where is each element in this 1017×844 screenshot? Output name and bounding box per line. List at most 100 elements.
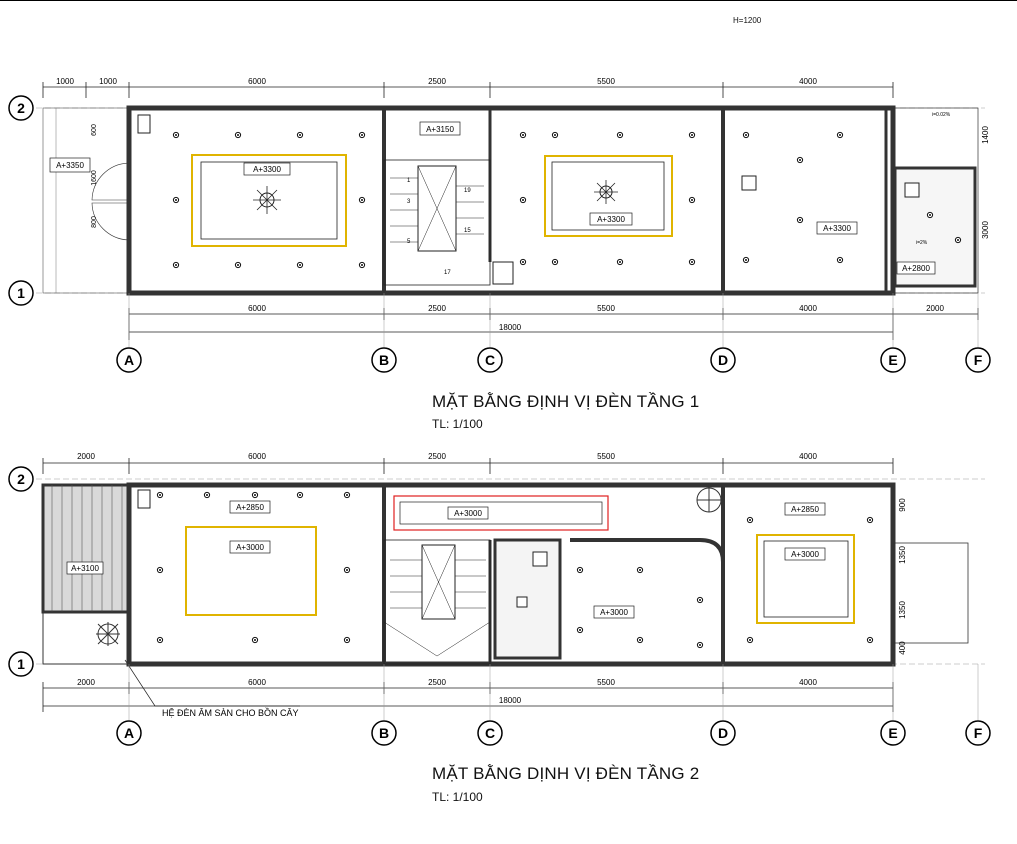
p1-dim-top-3: 6000 bbox=[248, 77, 266, 86]
downlight-dot bbox=[639, 569, 641, 571]
svg-text:6000: 6000 bbox=[248, 304, 266, 313]
p2-level-room3a: A+2850 bbox=[791, 505, 819, 514]
plan2-title: MẶT BẰNG DỊNH VỊ ĐÈN TẦNG 2 bbox=[432, 764, 700, 783]
axis-C-1: C bbox=[485, 352, 495, 368]
downlight-dot bbox=[159, 639, 161, 641]
downlight-dot bbox=[691, 199, 693, 201]
downlight-dot bbox=[579, 629, 581, 631]
downlight-dot bbox=[522, 199, 524, 201]
downlight-dot bbox=[175, 264, 177, 266]
p1-level-porch: A+3350 bbox=[56, 161, 84, 170]
chandelier-2-icon bbox=[594, 180, 618, 204]
axis-A-1: A bbox=[124, 352, 134, 368]
svg-text:i=0.02%: i=0.02% bbox=[932, 112, 951, 118]
svg-text:2500: 2500 bbox=[428, 678, 446, 687]
plan-1: 1000 1000 6000 2500 5500 4000 2 1 A+3350… bbox=[8, 77, 990, 340]
light-fixtures bbox=[156, 131, 962, 649]
plant-icon bbox=[96, 622, 120, 646]
downlight-dot bbox=[869, 639, 871, 641]
plan1-scale: TL: 1/100 bbox=[432, 417, 483, 431]
downlight-dot bbox=[745, 134, 747, 136]
downlight-dot bbox=[361, 199, 363, 201]
downlight-dot bbox=[361, 264, 363, 266]
svg-text:1400: 1400 bbox=[981, 126, 990, 144]
plan2-dim-top bbox=[42, 458, 894, 474]
downlight-dot bbox=[839, 134, 841, 136]
downlight-dot bbox=[749, 519, 751, 521]
axis-C-2: C bbox=[485, 725, 495, 741]
p1-level-stair: A+3150 bbox=[426, 125, 454, 134]
p1-dim-top-6: 4000 bbox=[799, 77, 817, 86]
p2-level-balcony: A+3100 bbox=[71, 564, 99, 573]
plan1-dim-top bbox=[42, 82, 894, 98]
downlight-dot bbox=[799, 159, 801, 161]
tree-icon bbox=[696, 487, 722, 513]
downlight-dot bbox=[522, 261, 524, 263]
svg-text:5500: 5500 bbox=[597, 452, 615, 461]
downlight-dot bbox=[254, 494, 256, 496]
svg-text:19: 19 bbox=[464, 188, 471, 194]
svg-text:400: 400 bbox=[898, 641, 907, 655]
p1-level-wc: A+2800 bbox=[902, 264, 930, 273]
svg-text:1600: 1600 bbox=[91, 170, 98, 186]
p2-level-room3b: A+3000 bbox=[791, 550, 819, 559]
axis-F-2: F bbox=[974, 725, 983, 741]
p2-level-room1b: A+3000 bbox=[236, 543, 264, 552]
svg-text:800: 800 bbox=[91, 216, 98, 228]
downlight-dot bbox=[175, 199, 177, 201]
downlight-dot bbox=[237, 264, 239, 266]
downlight-dot bbox=[299, 494, 301, 496]
p1-level-room3: A+3300 bbox=[823, 224, 851, 233]
plan2-axis-bubbles: A B C D E F bbox=[116, 664, 991, 746]
downlight-dot bbox=[799, 219, 801, 221]
downlight-dot bbox=[299, 264, 301, 266]
svg-text:1: 1 bbox=[407, 178, 411, 184]
grid-row-1-label: 1 bbox=[17, 285, 25, 301]
downlight-dot bbox=[839, 259, 841, 261]
downlight-dot bbox=[639, 639, 641, 641]
downlight-dot bbox=[346, 639, 348, 641]
svg-text:2000: 2000 bbox=[926, 304, 944, 313]
p1-level-room1: A+3300 bbox=[253, 165, 281, 174]
grid-row-1-bubble bbox=[8, 280, 34, 306]
axis-A-2: A bbox=[124, 725, 134, 741]
svg-text:4000: 4000 bbox=[799, 304, 817, 313]
downlight-dot bbox=[175, 134, 177, 136]
chandelier-1-icon bbox=[253, 186, 281, 214]
p2-dim-total: 18000 bbox=[499, 696, 522, 705]
p1-dim-top-1: 1000 bbox=[56, 77, 74, 86]
svg-text:4000: 4000 bbox=[799, 678, 817, 687]
axis-B-1: B bbox=[379, 352, 389, 368]
svg-text:4000: 4000 bbox=[799, 452, 817, 461]
p1-dim-top-2: 1000 bbox=[99, 77, 117, 86]
svg-text:900: 900 bbox=[898, 498, 907, 512]
plan1-title: MẶT BẰNG ĐỊNH VỊ ĐÈN TẦNG 1 bbox=[432, 392, 700, 411]
p2-level-room1a: A+2850 bbox=[236, 503, 264, 512]
downlight-dot bbox=[299, 134, 301, 136]
downlight-dot bbox=[159, 569, 161, 571]
axis-D-2: D bbox=[718, 725, 728, 741]
downlight-dot bbox=[522, 134, 524, 136]
grid-row-2-bubble bbox=[8, 95, 34, 121]
downlight-dot bbox=[745, 259, 747, 261]
svg-text:i=2%: i=2% bbox=[916, 240, 928, 246]
downlight-dot bbox=[869, 519, 871, 521]
downlight-dot bbox=[346, 569, 348, 571]
svg-text:1350: 1350 bbox=[898, 601, 907, 619]
axis-E-1: E bbox=[888, 352, 897, 368]
svg-text:1350: 1350 bbox=[898, 546, 907, 564]
p2-level-room2: A+3000 bbox=[600, 608, 628, 617]
note-height: H=1200 bbox=[733, 16, 762, 25]
downlight-dot bbox=[619, 134, 621, 136]
axis-D-1: D bbox=[718, 352, 728, 368]
svg-text:6000: 6000 bbox=[248, 678, 266, 687]
grid-row-2-label-p2: 2 bbox=[17, 471, 25, 487]
plan1-axis-bubbles: A B C D E F bbox=[116, 293, 991, 373]
p1-dim-top-5: 5500 bbox=[597, 77, 615, 86]
p2-level-corridor: A+3000 bbox=[454, 509, 482, 518]
plan2-scale: TL: 1/100 bbox=[432, 790, 483, 804]
svg-text:2500: 2500 bbox=[428, 304, 446, 313]
svg-text:6000: 6000 bbox=[248, 452, 266, 461]
